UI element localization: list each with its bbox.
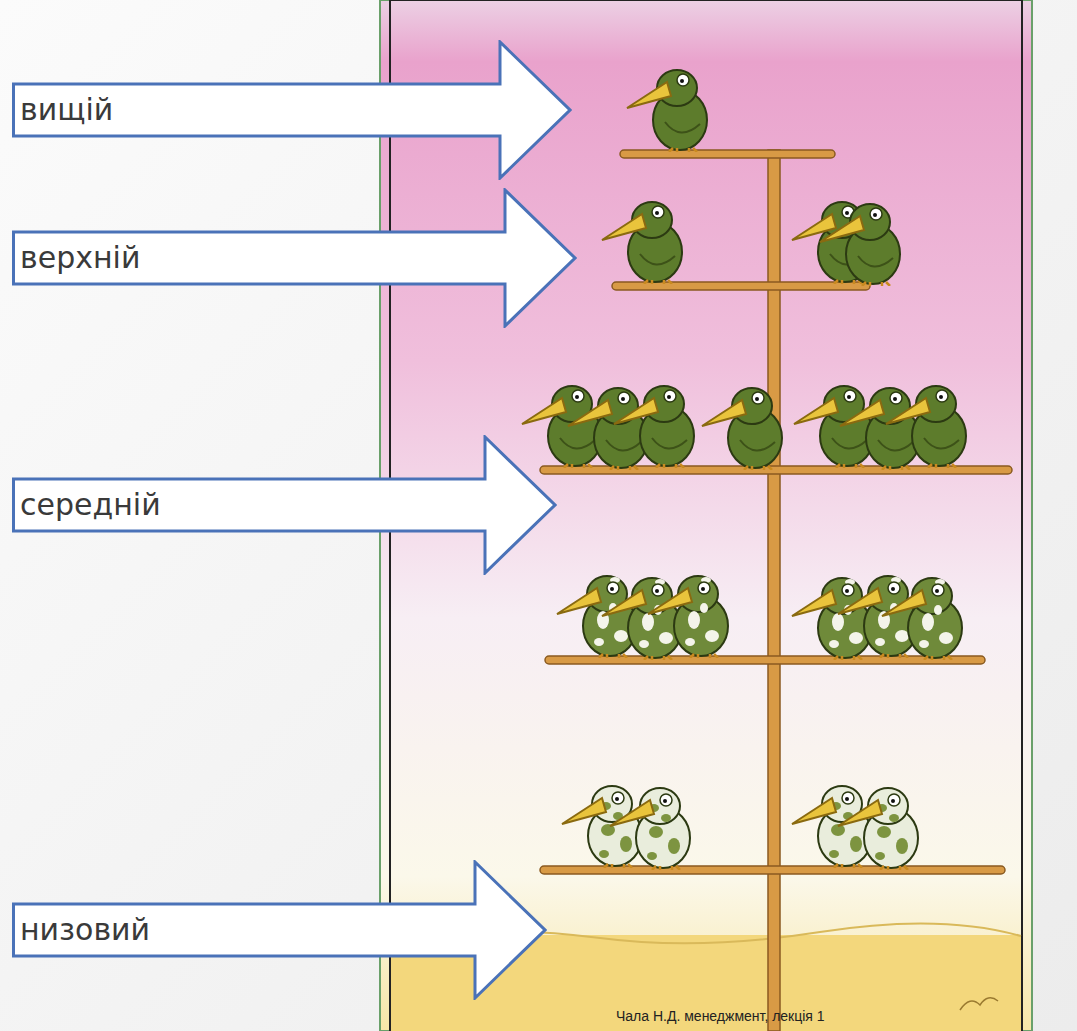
level-label: верхній bbox=[20, 236, 140, 280]
level-arrow: низовий bbox=[12, 860, 547, 1000]
level-label: середній bbox=[20, 483, 161, 527]
arrow-outline bbox=[14, 437, 556, 573]
arrow-outline bbox=[14, 42, 571, 178]
arrow-outline bbox=[14, 190, 576, 326]
caption: Чала Н.Д. менеджмент, лекція 1 bbox=[616, 1008, 825, 1024]
level-arrow: верхній bbox=[12, 188, 577, 328]
level-label: вищій bbox=[20, 88, 113, 132]
level-arrow: вищій bbox=[12, 40, 572, 180]
level-label: низовий bbox=[20, 908, 150, 952]
arrow-outline bbox=[14, 862, 546, 998]
level-arrow: середній bbox=[12, 435, 557, 575]
